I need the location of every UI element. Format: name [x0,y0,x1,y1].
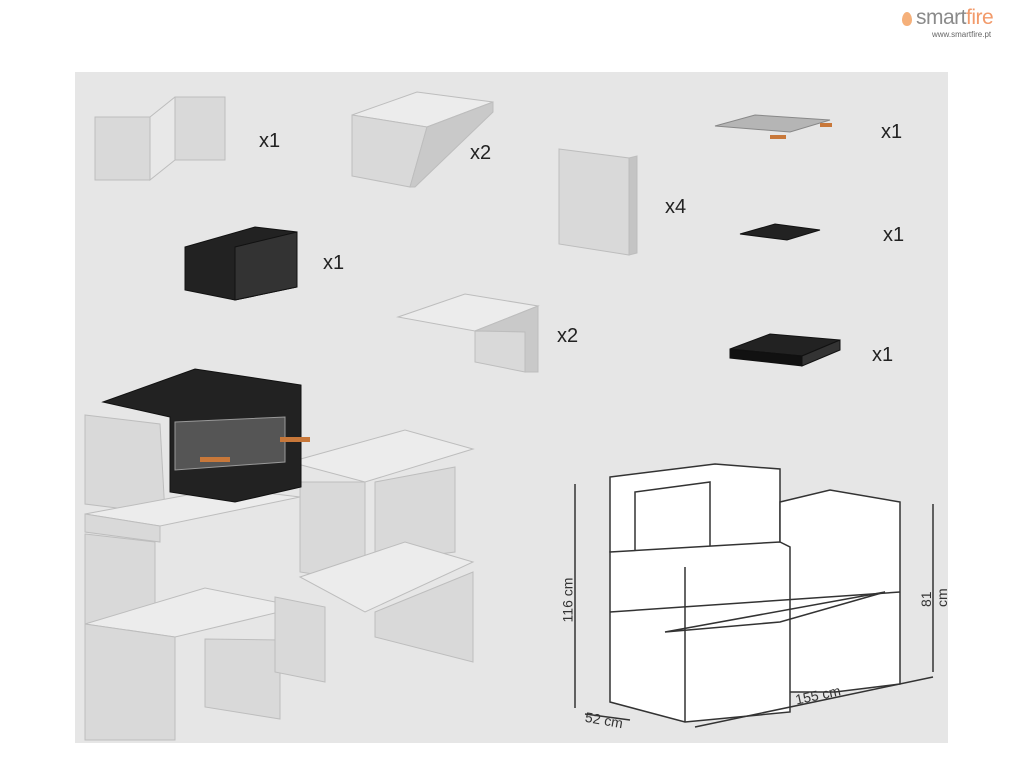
qty-l-lower-shelf: x2 [557,325,579,347]
qty-black-tray-thin: x1 [883,224,905,246]
qty-black-tray-thick: x1 [872,344,894,366]
dim-height-total: 116 cm [559,577,576,623]
qty-u-side-panel: x1 [259,130,281,152]
black-tray-thin-part [739,223,821,241]
logo-smart: smart [916,6,967,29]
assembled-grill-exploded [84,414,475,741]
l-lower-shelf-part [396,293,540,373]
flame-icon [902,12,912,26]
dimensioned-line-drawing [574,463,934,728]
l-top-shelf-part [351,91,494,188]
logo-url: www.smartfire.pt [932,30,992,39]
smartfire-logo: smartfire www.smartfire.pt [902,6,1018,40]
grill-grate-part [200,114,832,462]
qty-flat-panel: x4 [665,196,687,218]
assembled-firebox [101,368,302,503]
firebox-part [184,226,298,301]
diagram-panel: x1 x2 x4 x1 x1 x1 x2 x1 116 cm 81 cm 155… [75,72,950,743]
assembly-diagram [84,91,934,741]
wood-handle [200,457,230,462]
wood-handle [280,437,310,442]
flat-panel-part [558,148,638,256]
qty-firebox: x1 [323,252,345,274]
qty-grill-grate: x1 [881,121,903,143]
qty-l-top-shelf: x2 [470,142,492,164]
logo-fire: fire [966,6,994,29]
black-tray-thick-part [729,333,841,367]
dim-height-side: 81 cm [918,588,950,607]
u-side-panel-part [94,96,226,182]
